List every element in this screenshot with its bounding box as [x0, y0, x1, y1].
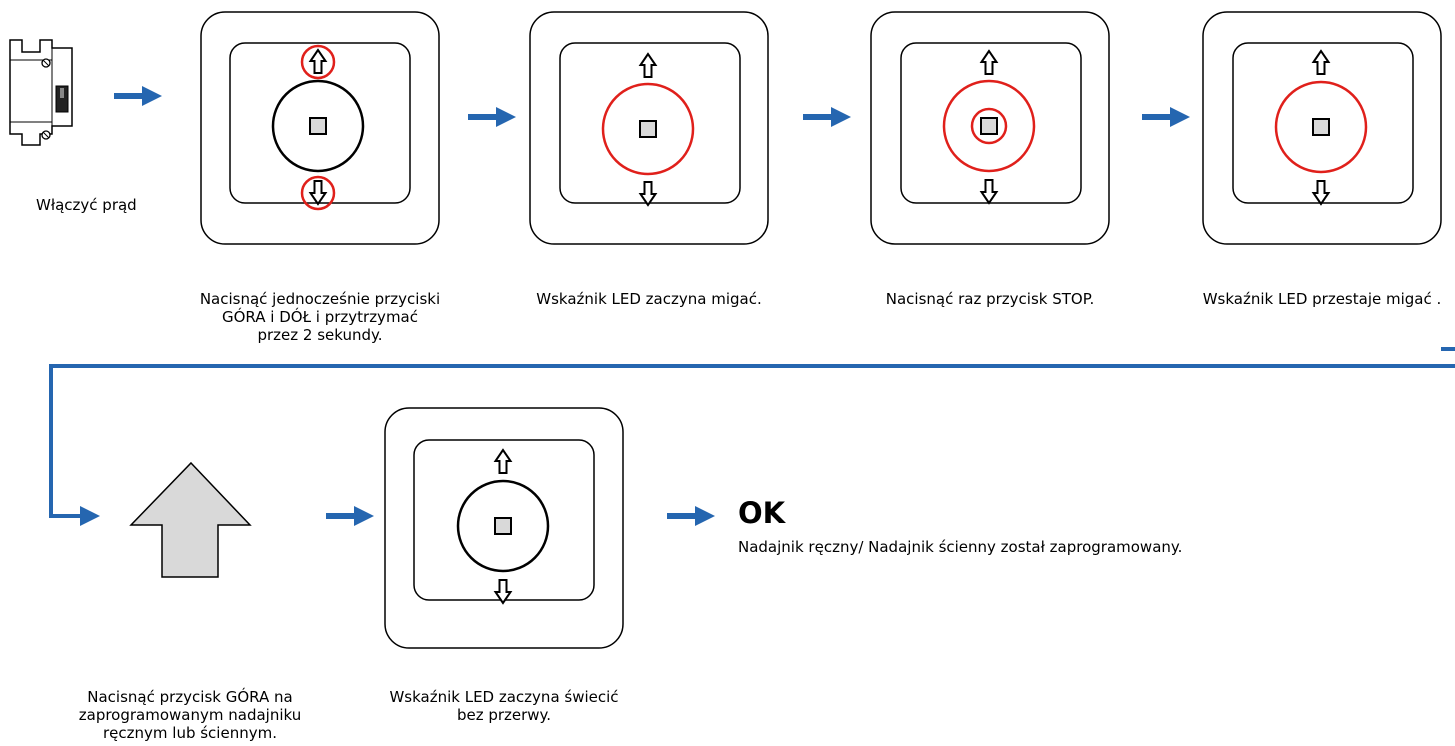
stop-square-icon: [494, 517, 512, 535]
stop-square-icon: [639, 120, 657, 138]
stop-square-icon: [1312, 118, 1330, 136]
caption-line: Wskaźnik LED zaczyna świecić: [389, 688, 619, 706]
caption-step5: Nacisnąć przycisk GÓRA na zaprogramowany…: [70, 688, 310, 742]
caption-line: przez 2 sekundy.: [257, 326, 383, 344]
caption-line: ręcznym lub ściennym.: [103, 724, 277, 742]
flow-arrow-icon: [114, 86, 162, 106]
wall-switch-step6: [384, 407, 624, 649]
flow-arrow-icon: [326, 506, 374, 526]
circuit-breaker-icon: [9, 39, 73, 146]
wall-switch-step1: [200, 11, 440, 245]
wall-switch-step2: [529, 11, 769, 245]
highlight-ring: [300, 44, 336, 80]
caption-step3: Nacisnąć raz przycisk STOP.: [885, 290, 1095, 308]
big-up-arrow-icon: [129, 461, 252, 578]
caption-line: bez przerwy.: [456, 706, 552, 724]
wall-switch-step4: [1202, 11, 1442, 245]
caption-power: Włączyć prąd: [36, 196, 137, 214]
flow-connector: [49, 347, 1455, 526]
caption-step1: Nacisnąć jednocześnie przyciski GÓRA i D…: [183, 290, 457, 344]
flow-arrow-icon: [803, 107, 851, 127]
caption-line: zaprogramowanym nadajniku: [78, 706, 302, 724]
caption-step2: Wskaźnik LED zaczyna migać.: [536, 290, 762, 308]
flow-arrow-icon: [1142, 107, 1190, 127]
caption-line: Nacisnąć jednocześnie przyciski: [199, 290, 441, 308]
caption-line: Nacisnąć przycisk GÓRA na: [87, 688, 293, 706]
result-title: OK: [738, 496, 786, 530]
flow-arrow-icon: [667, 506, 715, 526]
caption-line: GÓRA i DÓŁ i przytrzymać: [222, 308, 418, 326]
result-text: Nadajnik ręczny/ Nadajnik ścienny został…: [738, 538, 1183, 556]
highlight-ring: [300, 175, 336, 211]
stop-square-icon: [980, 117, 998, 135]
caption-step6: Wskaźnik LED zaczyna świecić bez przerwy…: [379, 688, 629, 724]
highlight-ring: [970, 107, 1008, 145]
wall-switch-step3: [870, 11, 1110, 245]
caption-step4: Wskaźnik LED przestaje migać .: [1202, 290, 1442, 308]
flow-arrow-icon: [468, 107, 516, 127]
